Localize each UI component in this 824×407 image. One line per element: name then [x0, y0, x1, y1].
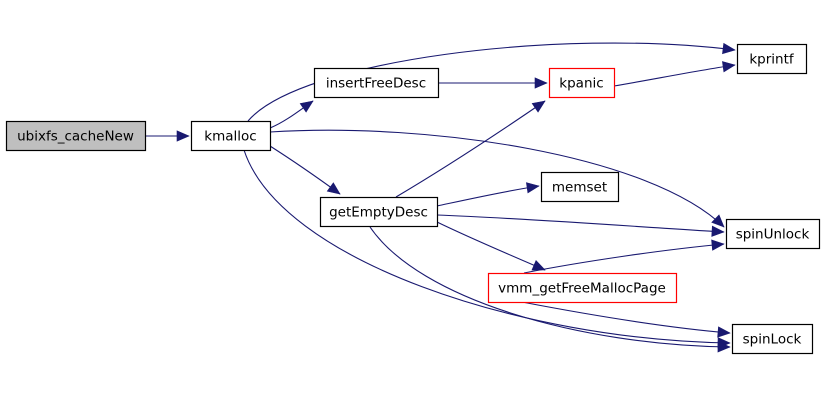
arrowhead-kmalloc-to-kprintf [722, 42, 736, 55]
edge-kmalloc-to-spinUnlock [269, 129, 725, 228]
edge-getEmptyDesc-to-spinUnlock [436, 214, 725, 233]
edge-kpanic-to-kprintf [613, 64, 736, 87]
node-label-insertFreeDesc: insertFreeDesc [326, 76, 426, 92]
arrowhead-kpanic-to-kprintf [722, 61, 736, 73]
node-label-kpanic: kpanic [559, 76, 603, 92]
edge-kmalloc-to-getEmptyDesc [269, 145, 341, 195]
node-box-kprintf[interactable] [736, 43, 808, 75]
node-kprintf[interactable]: kprintf [736, 43, 808, 75]
node-kmalloc[interactable]: kmalloc [190, 120, 272, 152]
node-label-spinLock: spinLock [743, 332, 802, 348]
edge-kmalloc-to-kprintf [247, 42, 736, 122]
arrowhead-ubixfs_cacheNew-to-kmalloc [176, 130, 190, 142]
arrowhead-kmalloc-to-insertFreeDesc [299, 100, 314, 113]
node-kpanic[interactable]: kpanic [548, 67, 616, 99]
node-ubixfs_cacheNew[interactable]: ubixfs_cacheNew [5, 120, 147, 152]
edge-getEmptyDesc-to-kpanic [395, 100, 546, 198]
node-label-ubixfs_cacheNew: ubixfs_cacheNew [17, 129, 134, 145]
node-label-getEmptyDesc: getEmptyDesc [329, 205, 428, 221]
arrowhead-kmalloc-to-spinUnlock [711, 214, 725, 228]
node-label-memset: memset [552, 180, 607, 196]
edge-layer [145, 42, 736, 353]
node-box-kpanic[interactable] [548, 67, 616, 99]
node-memset[interactable]: memset [540, 171, 620, 203]
arrowhead-getEmptyDesc-to-memset [526, 182, 540, 194]
arrowhead-vmm_getFreeMallocPage-to-spinLock [717, 326, 731, 338]
arrowhead-getEmptyDesc-to-spinLock [717, 341, 731, 353]
node-box-vmm_getFreeMallocPage[interactable] [487, 272, 678, 304]
node-box-insertFreeDesc[interactable] [313, 67, 440, 99]
edge-getEmptyDesc-to-vmm_getFreeMallocPage [436, 221, 546, 271]
arrowhead-getEmptyDesc-to-spinUnlock [711, 225, 725, 237]
node-vmm_getFreeMallocPage[interactable]: vmm_getFreeMallocPage [487, 272, 678, 304]
node-spinLock[interactable]: spinLock [731, 323, 814, 355]
node-label-spinUnlock: spinUnlock [736, 227, 810, 243]
edge-getEmptyDesc-to-spinLock [369, 226, 731, 348]
arrowhead-kmalloc-to-getEmptyDesc [326, 182, 341, 195]
node-box-spinLock[interactable] [731, 323, 814, 355]
node-label-kprintf: kprintf [749, 52, 795, 68]
node-box-spinUnlock[interactable] [725, 218, 821, 250]
node-layer: ubixfs_cacheNew kmalloc insertFreeDesc kpan… [5, 43, 821, 355]
node-spinUnlock[interactable]: spinUnlock [725, 218, 821, 250]
node-getEmptyDesc[interactable]: getEmptyDesc [319, 196, 439, 228]
node-box-getEmptyDesc[interactable] [319, 196, 439, 228]
node-insertFreeDesc[interactable]: insertFreeDesc [313, 67, 440, 99]
arrowhead-getEmptyDesc-to-kpanic [531, 100, 546, 113]
edge-vmm_getFreeMallocPage-to-spinLock [521, 301, 731, 334]
edge-vmm_getFreeMallocPage-to-spinUnlock [523, 243, 725, 274]
node-box-kmalloc[interactable] [190, 120, 272, 152]
node-box-ubixfs_cacheNew[interactable] [5, 120, 147, 152]
node-box-memset[interactable] [540, 171, 620, 203]
node-label-kmalloc: kmalloc [204, 129, 256, 145]
arrowhead-getEmptyDesc-to-vmm_getFreeMallocPage [531, 259, 546, 271]
arrowhead-vmm_getFreeMallocPage-to-spinUnlock [711, 239, 725, 251]
edge-getEmptyDesc-to-memset [436, 185, 540, 207]
node-label-vmm_getFreeMallocPage: vmm_getFreeMallocPage [498, 281, 666, 297]
edge-kmalloc-to-spinLock [243, 149, 731, 344]
arrowhead-insertFreeDesc-to-kpanic [534, 77, 548, 89]
